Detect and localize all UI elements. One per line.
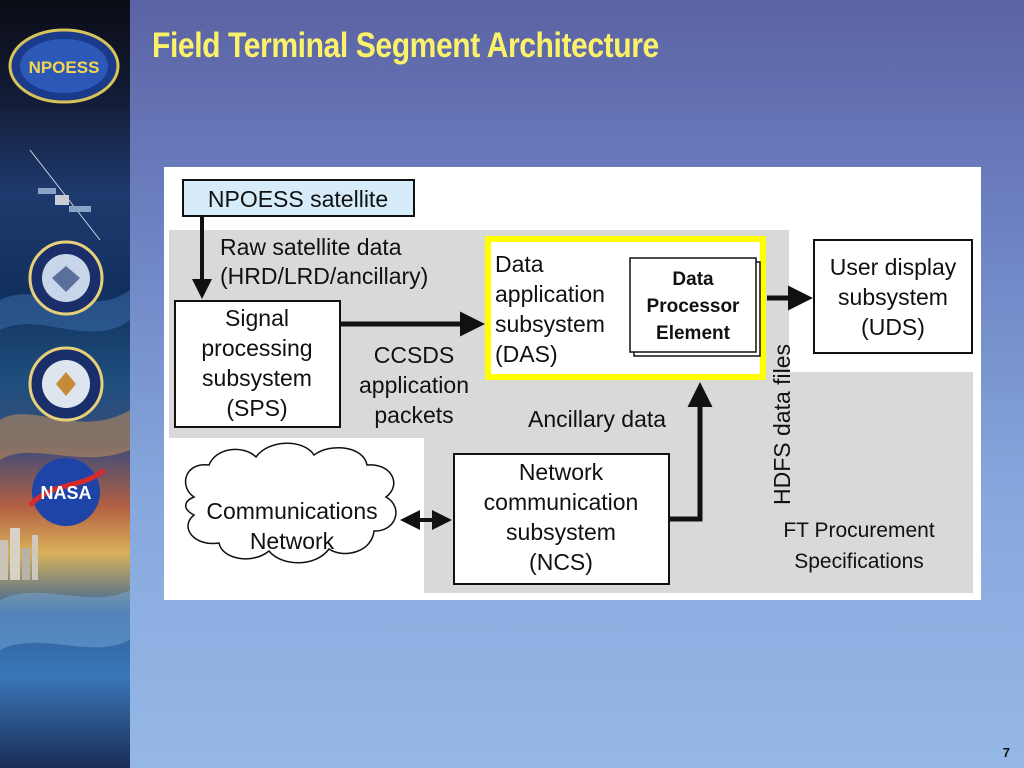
svg-text:Signal: Signal — [225, 305, 289, 331]
raw-data-label-2: (HRD/LRD/ancillary) — [220, 263, 428, 289]
svg-text:(UDS): (UDS) — [861, 314, 925, 340]
svg-text:Data: Data — [672, 269, 714, 290]
svg-text:application: application — [495, 281, 605, 307]
svg-text:communication: communication — [484, 489, 639, 515]
npoess-satellite-box: NPOESS satellite — [182, 179, 415, 217]
hdfs-label: HDFS data files — [769, 344, 795, 505]
svg-text:NPOESS satellite: NPOESS satellite — [208, 186, 388, 212]
svg-text:(NCS): (NCS) — [529, 549, 593, 575]
procurement-label-1: FT Procurement — [783, 519, 934, 542]
svg-text:NASA: NASA — [40, 483, 91, 503]
ancillary-data-label: Ancillary data — [528, 406, 666, 432]
svg-text:subsystem: subsystem — [838, 284, 948, 310]
raw-data-label-1: Raw satellite data — [220, 234, 402, 260]
svg-text:NPOESS: NPOESS — [29, 58, 100, 77]
ccsds-label-1: CCSDS — [374, 342, 455, 368]
communications-network-cloud: Communications Network — [184, 442, 397, 564]
ccsds-label-3: packets — [374, 402, 453, 428]
slide-title: Field Terminal Segment Architecture — [152, 26, 659, 65]
sps-box: Signal processing subsystem (SPS) — [174, 300, 341, 428]
dpe-box: Data Processor Element — [629, 257, 761, 357]
sidebar-artwork: NPOESS NASA — [0, 28, 130, 650]
svg-text:subsystem: subsystem — [506, 519, 616, 545]
arrow-ncs-to-das — [669, 382, 713, 522]
svg-text:subsystem: subsystem — [202, 365, 312, 391]
dod-seal — [28, 240, 104, 316]
svg-text:(DAS): (DAS) — [495, 341, 558, 367]
svg-text:processing: processing — [201, 335, 312, 361]
city-skyline-graphic — [0, 528, 38, 580]
svg-text:Data: Data — [495, 251, 544, 277]
svg-text:Processor: Processor — [647, 296, 741, 317]
doc-seal — [28, 346, 104, 422]
ccsds-label-2: application — [359, 372, 469, 398]
procurement-label-2: Specifications — [794, 550, 924, 573]
svg-text:User display: User display — [830, 254, 957, 280]
svg-text:subsystem: subsystem — [495, 311, 605, 337]
nasa-logo: NASA — [28, 458, 106, 526]
npoess-logo: NPOESS — [8, 28, 120, 104]
architecture-diagram: NPOESS satellite Raw satellite data (HRD… — [164, 167, 981, 600]
svg-text:Element: Element — [656, 323, 731, 344]
ncs-box: Network communication subsystem (NCS) — [453, 453, 670, 585]
uds-box: User display subsystem (UDS) — [813, 239, 973, 354]
svg-text:Network: Network — [519, 459, 604, 485]
satellite-icon — [29, 149, 101, 241]
svg-text:Communications: Communications — [206, 498, 377, 524]
page-number: 7 — [1002, 745, 1010, 760]
svg-text:Network: Network — [250, 528, 335, 554]
sidebar-decoration: NPOESS NASA — [0, 0, 130, 768]
svg-text:(SPS): (SPS) — [226, 395, 287, 421]
